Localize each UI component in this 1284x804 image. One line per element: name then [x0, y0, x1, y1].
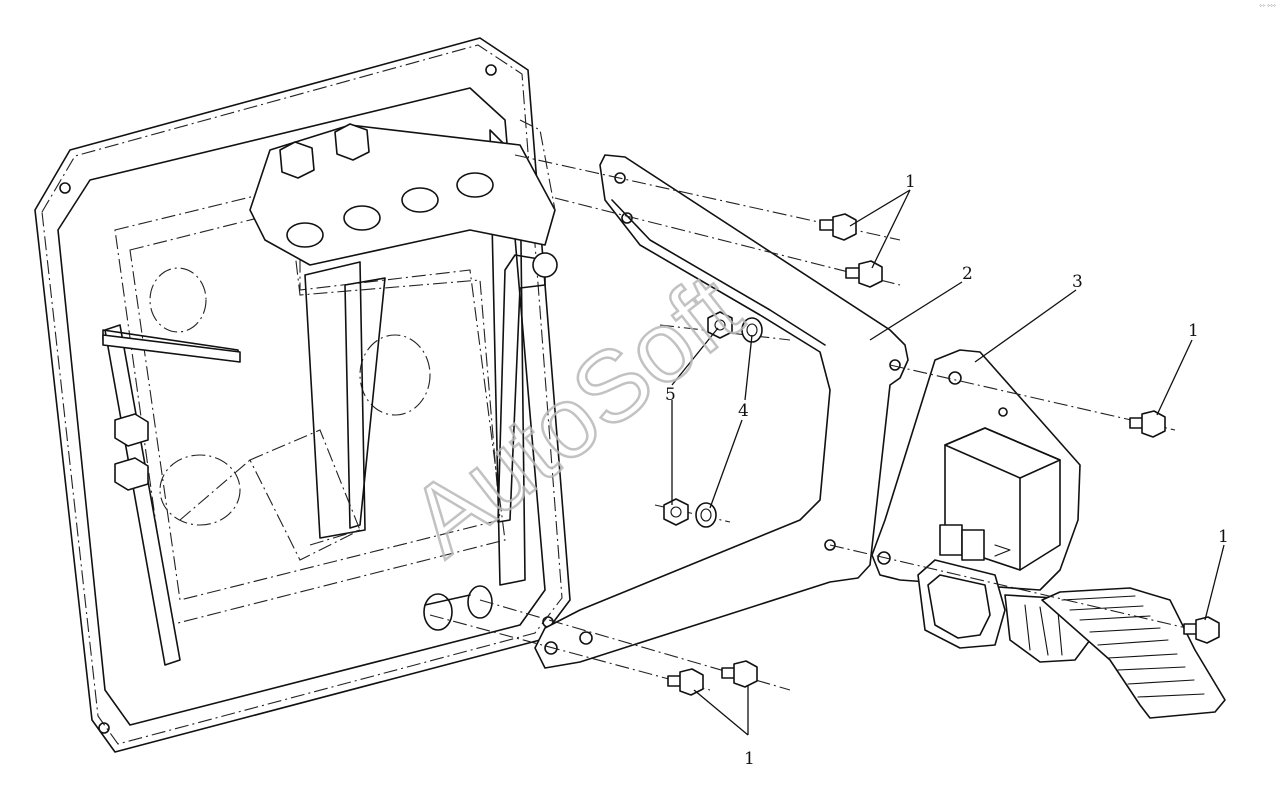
callout-1-right-lower: 1	[1218, 527, 1229, 547]
callout-1-top: 1	[905, 172, 916, 192]
pedal-box-assembly	[102, 119, 558, 666]
callout-1-bottom: 1	[744, 749, 755, 769]
callout-labels: 1 2 3 1 5 4 1 1	[665, 172, 1229, 769]
bolt-top-2	[845, 260, 883, 288]
bolt-right-1	[1129, 410, 1166, 438]
callout-2: 2	[962, 264, 973, 284]
washer-lower	[695, 502, 717, 528]
leader-lines	[671, 189, 1225, 736]
washer-upper	[741, 317, 763, 343]
callout-4: 4	[738, 401, 749, 421]
bolt-bottom-2	[721, 660, 758, 688]
throttle-sensor-body	[917, 427, 1091, 663]
callout-5: 5	[665, 385, 676, 405]
accelerator-pedal-pad	[1041, 587, 1226, 719]
nut-upper	[707, 311, 733, 339]
nut-lower	[663, 498, 689, 526]
bolts-and-nuts	[663, 213, 1220, 696]
corner-mark: °° °°°	[1259, 4, 1276, 11]
adapter-bracket	[534, 154, 909, 669]
callout-1-right-upper: 1	[1188, 321, 1199, 341]
bolt-top-1	[819, 213, 857, 241]
bolt-right-2	[1183, 616, 1220, 644]
callout-3: 3	[1072, 272, 1083, 292]
bolt-bottom-1	[667, 668, 704, 696]
